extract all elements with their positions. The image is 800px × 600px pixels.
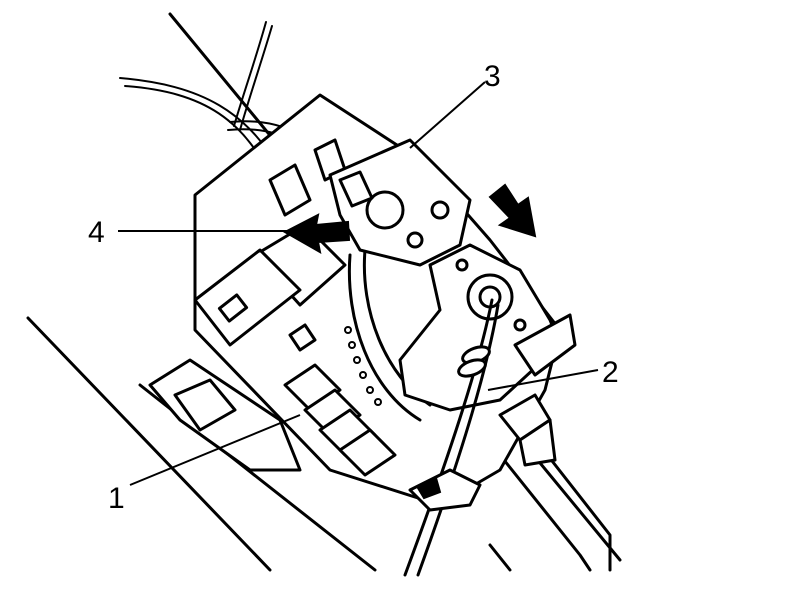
upper-bracket	[328, 138, 472, 267]
callout-4: 4	[88, 216, 105, 249]
lever-arm	[398, 243, 577, 467]
leader-2	[487, 369, 599, 391]
slot-dots	[344, 326, 382, 406]
arrow-left	[282, 213, 351, 254]
arrow-down-right	[488, 183, 537, 238]
shift-cable	[403, 298, 500, 577]
cable-clip	[408, 468, 482, 512]
leader-lines	[118, 81, 599, 486]
leader-3	[409, 81, 486, 149]
connector	[193, 138, 347, 347]
callout-1: 1	[108, 482, 125, 515]
leader-1	[129, 414, 301, 486]
callout-2: 2	[602, 356, 619, 389]
detent-latches	[283, 323, 397, 477]
callout-3: 3	[484, 60, 501, 93]
